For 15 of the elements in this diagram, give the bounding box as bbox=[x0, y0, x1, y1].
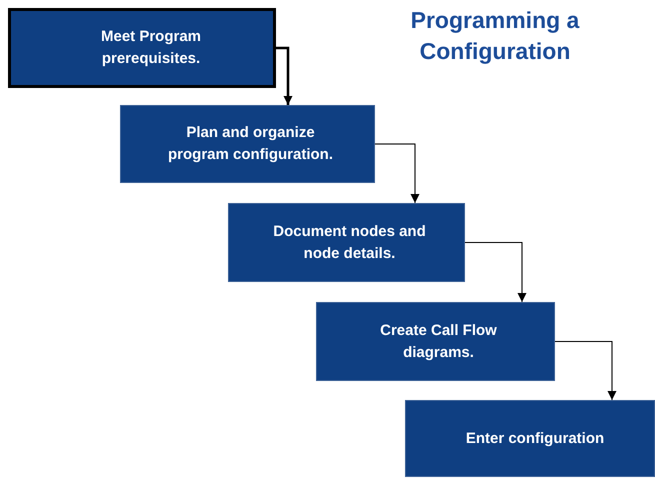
connector-arrow bbox=[554, 341, 616, 400]
connector-arrow bbox=[276, 46, 292, 105]
step-text: Document nodes and node details. bbox=[272, 222, 427, 264]
step-text: Plan and organize program configuration. bbox=[167, 123, 334, 165]
process-box bbox=[316, 302, 555, 381]
connector-arrow bbox=[374, 144, 420, 204]
process-box bbox=[228, 203, 465, 282]
diagram-title: Programming a Configuration bbox=[410, 6, 580, 66]
step-text: Meet Program prerequisites. bbox=[100, 27, 202, 69]
step-text: Enter configuration bbox=[466, 428, 604, 449]
process-box bbox=[120, 105, 375, 183]
process-box bbox=[405, 400, 655, 477]
connector-arrow bbox=[464, 242, 526, 302]
step-text: Create Call Flow diagrams. bbox=[379, 320, 498, 362]
process-box bbox=[8, 8, 276, 88]
